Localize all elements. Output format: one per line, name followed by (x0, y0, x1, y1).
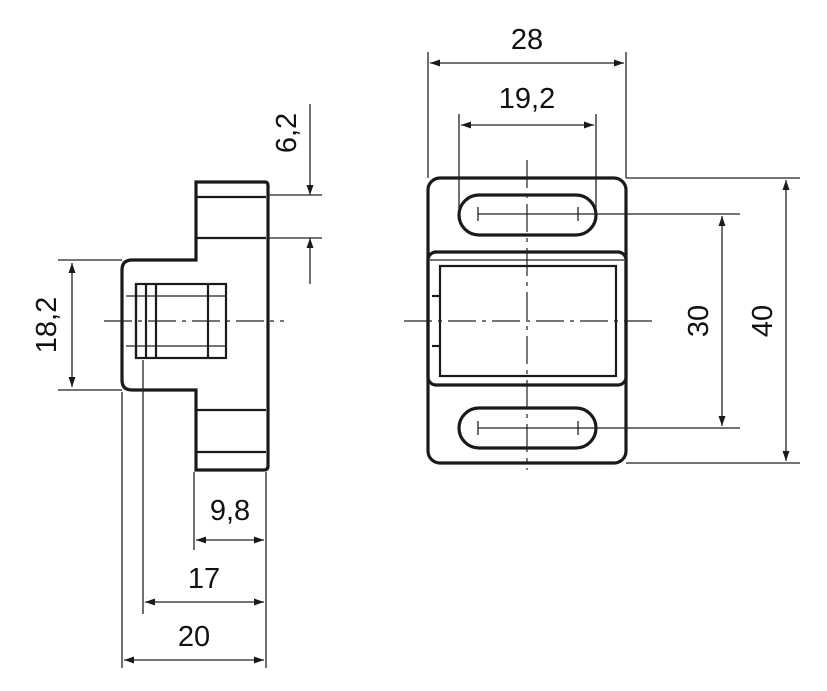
dimension-6-2-label: 6,2 (271, 113, 303, 153)
dimension-19-2-label: 19,2 (499, 83, 555, 115)
dimension-17-label: 17 (188, 563, 220, 595)
side-view-outline (120, 180, 270, 472)
side-view: 6,2 18,2 9,8 17 20 (31, 104, 322, 668)
dimension-20-label: 20 (178, 621, 210, 653)
dimension-28-label: 28 (511, 24, 543, 56)
dimension-18-2-label: 18,2 (31, 297, 63, 353)
dimension-30-label: 30 (683, 305, 715, 337)
dimension-9-8-label: 9,8 (210, 495, 250, 527)
dimension-40-label: 40 (747, 305, 779, 337)
front-view: 28 19,2 30 40 (404, 24, 800, 470)
